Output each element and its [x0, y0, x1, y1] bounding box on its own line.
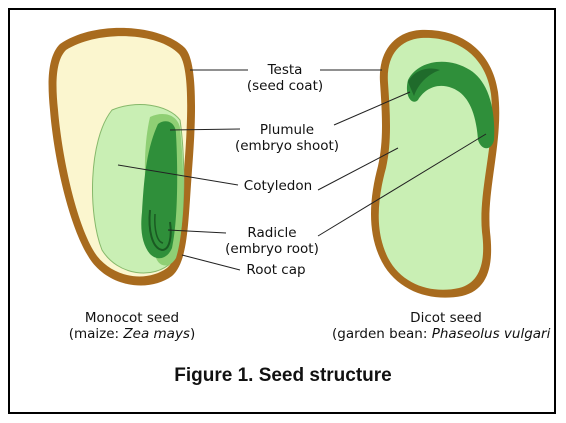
- monocot-subtitle-prefix: (maize:: [69, 326, 124, 342]
- dicot-seed: [371, 30, 499, 298]
- label-plumule: Plumule: [260, 122, 314, 138]
- label-testa-sub: (seed coat): [247, 78, 323, 94]
- label-cotyledon: Cotyledon: [244, 178, 312, 194]
- dicot-subtitle: (garden bean: Phaseolus vulgari: [332, 326, 551, 342]
- figure-caption: Figure 1. Seed structure: [174, 365, 392, 386]
- monocot-title: Monocot seed: [85, 310, 179, 326]
- monocot-species: Zea mays: [122, 326, 190, 342]
- dicot-title: Dicot seed: [410, 310, 482, 326]
- monocot-subtitle-suffix: ): [190, 326, 195, 342]
- label-testa: Testa: [267, 62, 303, 78]
- dicot-subtitle-prefix: (garden bean:: [332, 326, 432, 342]
- label-plumule-sub: (embryo shoot): [235, 138, 339, 154]
- label-radicle-sub: (embryo root): [225, 241, 319, 257]
- label-radicle: Radicle: [247, 225, 296, 241]
- dicot-species: Phaseolus vulgari: [432, 326, 551, 342]
- label-root-cap: Root cap: [246, 262, 305, 278]
- monocot-subtitle: (maize: Zea mays): [69, 326, 196, 342]
- leader-root-cap: [182, 255, 240, 270]
- monocot-seed: [49, 28, 195, 286]
